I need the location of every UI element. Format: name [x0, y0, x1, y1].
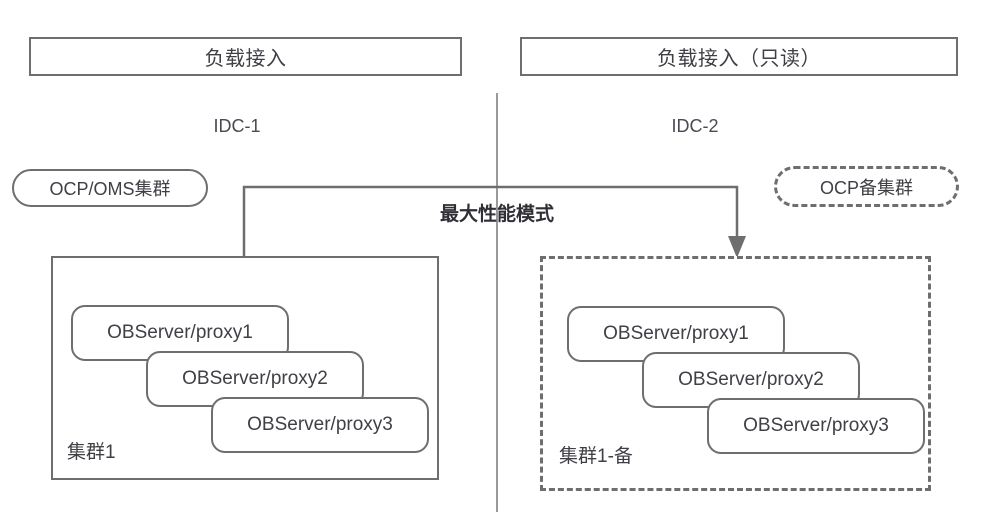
idc-label-right: IDC-2 — [671, 116, 719, 136]
cluster-box-standby: OBServer/proxy1 OBServer/proxy2 OBServer… — [540, 256, 931, 491]
idc-divider-line — [496, 93, 498, 512]
idc-label-left: IDC-1 — [213, 116, 261, 136]
replication-mode-label: 最大性能模式 — [439, 204, 554, 225]
cluster-box-primary: OBServer/proxy1 OBServer/proxy2 OBServer… — [51, 256, 439, 480]
cluster-name-primary: 集群1 — [67, 442, 116, 463]
cluster-name-standby: 集群1-备 — [559, 446, 633, 467]
node-card-standby-3: OBServer/proxy3 — [707, 398, 925, 454]
arrow-down-icon — [728, 236, 746, 258]
load-access-banner-standby: 负载接入（只读） — [520, 37, 958, 76]
load-access-banner-primary: 负载接入 — [29, 37, 462, 76]
node-card-primary-3: OBServer/proxy3 — [211, 397, 429, 453]
ocp-oms-cluster-pill: OCP/OMS集群 — [12, 169, 208, 207]
ocp-standby-cluster-pill: OCP备集群 — [774, 166, 959, 207]
